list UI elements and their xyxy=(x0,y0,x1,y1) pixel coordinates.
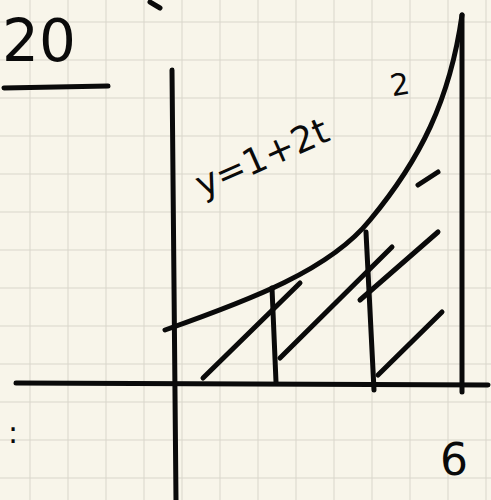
expression-text: 20 xyxy=(2,12,76,70)
exponent-text: 2 xyxy=(388,69,412,102)
function-label: y=1+2t xyxy=(190,112,334,202)
sketch-lines xyxy=(4,2,488,500)
mark-text: : xyxy=(8,418,18,448)
axis-value: 6 xyxy=(440,438,468,482)
